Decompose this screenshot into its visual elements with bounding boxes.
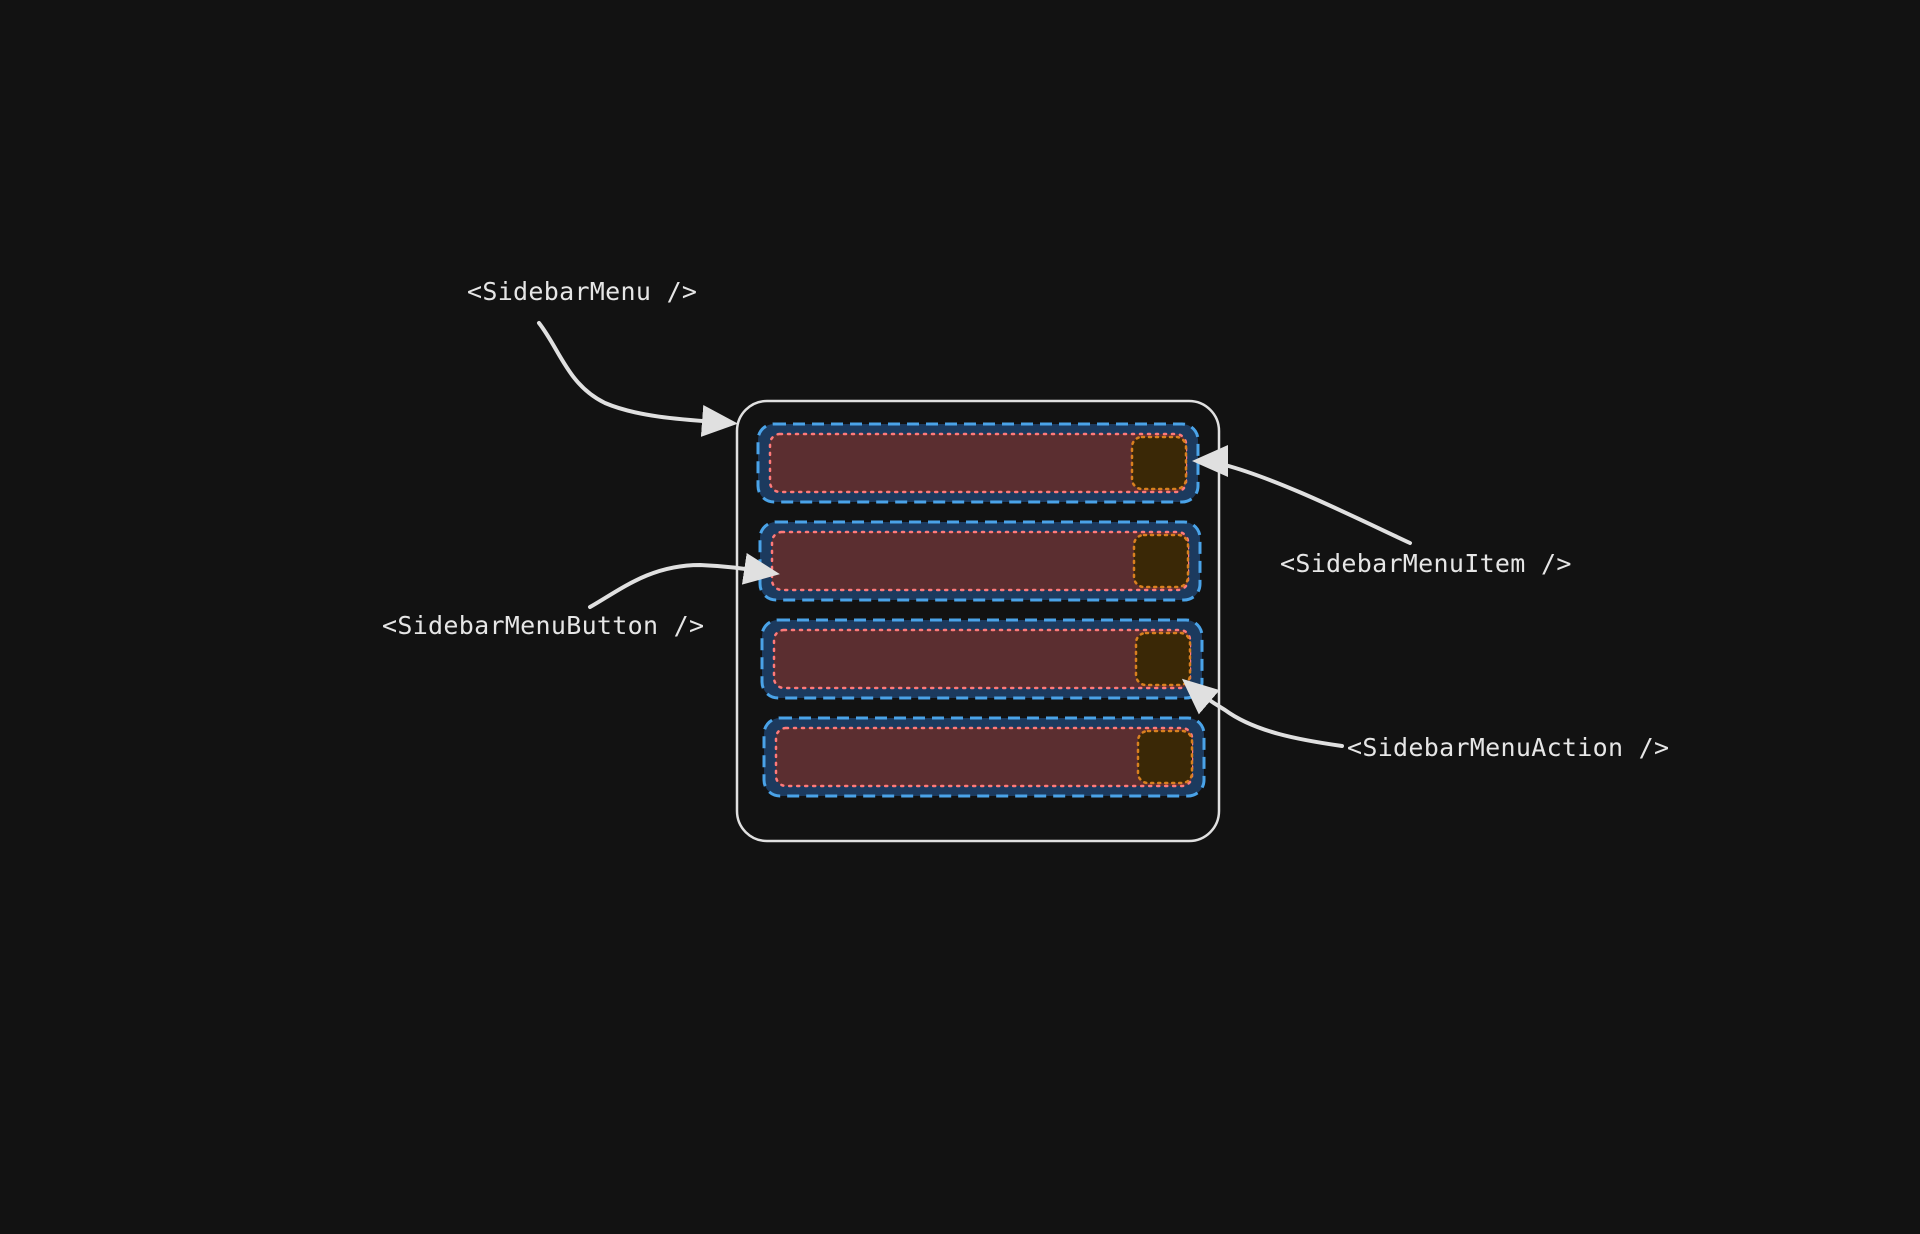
sidebar-menu-items — [756, 422, 1206, 798]
sidebar-menu-button — [774, 726, 1194, 788]
sidebar-menu-action — [1130, 435, 1188, 491]
sidebar-menu-action-label: <SidebarMenuAction /> — [1347, 733, 1670, 762]
sidebar-menu-arrow — [537, 321, 738, 437]
sidebar-menu-action — [1136, 729, 1194, 785]
sidebar-menu-label: <SidebarMenu /> — [467, 277, 698, 306]
sidebar-menu-button-label: <SidebarMenuButton /> — [382, 611, 705, 640]
sidebar-menu-button-arrow — [588, 553, 780, 609]
sidebar-menu-button — [772, 628, 1192, 690]
sidebar-menu-item-arrow — [1192, 445, 1412, 545]
sidebar-menu-action — [1132, 533, 1190, 589]
sidebar-menu-action — [1134, 631, 1192, 687]
sidebar-menu-item-label: <SidebarMenuItem /> — [1280, 549, 1572, 578]
sidebar-menu-action-arrow — [1181, 678, 1344, 748]
sidebar-menu-button — [770, 530, 1190, 592]
sidebar-menu-frame — [735, 399, 1221, 843]
sidebar-menu-button — [768, 432, 1188, 494]
